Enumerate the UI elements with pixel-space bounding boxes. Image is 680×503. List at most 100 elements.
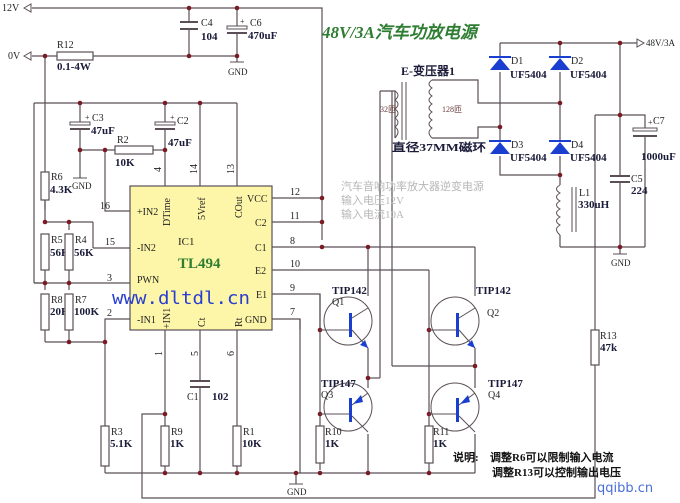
value-label: 1K [325, 438, 340, 450]
ic-tl494: IC1 TL494 +IN2 -IN2 PWN -IN1 DTime 5Vref… [129, 185, 273, 331]
transistor-q1: TIP142 Q1 [320, 285, 373, 349]
pin-number: 2 [107, 308, 112, 319]
note-line: 调整R6可以限制输入电流 [490, 450, 613, 464]
diode-d3: D3 UF5404 [489, 140, 547, 164]
secondary-turns: 128匝 [442, 105, 462, 114]
capacitor-c2: + C2 47uF [154, 113, 192, 149]
diode-d1: D1 UF5404 [489, 56, 547, 81]
value-label: 1000uF [641, 151, 676, 163]
value-label: TIP142 [476, 285, 511, 297]
rail-48v-output: 48V/3A [636, 38, 676, 48]
gnd-label: GND [72, 181, 92, 191]
pin-number: 7 [290, 307, 295, 318]
value-label: TIP142 [332, 285, 367, 297]
plus-sign: + [648, 118, 653, 127]
transistor-q3: TIP147 Q3 [320, 378, 373, 433]
ref-label: Q4 [488, 390, 500, 401]
capacitor-c4: C4 104 [180, 18, 218, 43]
ref-label: C6 [250, 18, 262, 29]
rail-0v: 0V [8, 51, 32, 62]
ref-label: R8 [51, 295, 63, 306]
url-watermark: www.dltdl.cn [112, 288, 250, 309]
pin-label: DTime [162, 197, 173, 226]
ref-label: Q3 [321, 390, 333, 401]
ref-label: R1 [243, 427, 255, 438]
value-label: 5.1K [110, 438, 133, 450]
ref-label: E-变压器1 [401, 63, 455, 78]
plus-sign: + [85, 113, 90, 122]
value-label: 56K [74, 247, 94, 259]
diode-d2: D2 UF5404 [549, 56, 607, 81]
capacitor-c6: + C6 470uF [226, 17, 278, 42]
schematic-title: 48V/3A汽车功放电源 [321, 23, 480, 42]
note-line: 调整R13可以控制输出电压 [492, 465, 621, 479]
ref-label: C3 [92, 113, 104, 124]
ref-label: R6 [51, 172, 63, 183]
pin-label: COut [234, 196, 245, 218]
value-label: 100K [74, 306, 100, 318]
pin-label: PWN [137, 275, 159, 286]
value-label: 4.3K [50, 184, 73, 196]
ground-symbol: GND [228, 61, 248, 77]
pin-number: 10 [290, 259, 300, 270]
pin-label: VCC [247, 194, 268, 205]
gnd-label: GND [611, 258, 631, 268]
resistor-r10: R10 1K [315, 425, 342, 464]
ref-label: C4 [201, 18, 213, 29]
gnd-label: GND [287, 487, 307, 497]
resistor-r3: R3 5.1K [100, 425, 133, 467]
resistor-r2: R2 10K [114, 135, 154, 169]
ref-label: D4 [571, 140, 583, 151]
value-label: TIP147 [321, 378, 356, 390]
ref-label: R13 [600, 331, 617, 342]
junction-dots [42, 5, 623, 476]
pin-number: 3 [107, 273, 112, 284]
gnd-label: GND [228, 67, 248, 77]
resistor-r12: R12 0.1-4W [56, 40, 94, 73]
inductor-l1: L1 330uH [556, 184, 610, 236]
ref-label: C2 [177, 116, 189, 127]
wires [32, 7, 646, 499]
pin-number: 14 [189, 164, 200, 174]
value-label: UF5404 [510, 69, 547, 81]
pin-label: +IN1 [162, 308, 173, 329]
value-label: UF5404 [570, 69, 607, 81]
resistor-r9: R9 1K [160, 425, 185, 467]
rail-48v-label: 48V/3A [646, 38, 676, 48]
pin-label: 5Vref [197, 197, 208, 220]
pin-label: C1 [255, 243, 267, 254]
spec-watermark: 汽车音响功率放大器逆变电源 输入电压12V 输入电流10A [341, 179, 484, 221]
pin-numbers: 16 15 3 2 4 14 13 12 11 8 10 9 7 1 5 6 [100, 164, 300, 356]
capacitor-c7: + C7 1000uF [632, 116, 676, 163]
spec-line: 汽车音响功率放大器逆变电源 [341, 179, 484, 193]
ic-part: TL494 [178, 256, 221, 272]
capacitor-c1: C1 102 [187, 380, 229, 403]
rail-0v-label: 0V [8, 51, 21, 62]
ref-label: C7 [653, 116, 665, 127]
transformer-t1: E-变压器1 32匝 128匝 直径37MM磁环 [380, 63, 486, 154]
port-arrow-icon [22, 3, 32, 13]
pin-label: -IN2 [137, 243, 156, 254]
ground-symbol: GND [72, 177, 92, 191]
value-label: UF5404 [570, 152, 607, 164]
resistor-r6: R6 4.3K [40, 171, 73, 201]
value-label: 47k [600, 342, 618, 354]
pin-number: 11 [290, 211, 300, 222]
ref-label: R12 [57, 40, 74, 51]
ref-label: Q2 [487, 308, 499, 319]
pin-number: 4 [153, 167, 164, 172]
pin-number: 6 [226, 351, 237, 356]
ref-label: C5 [631, 174, 643, 185]
capacitor-c3: + C3 47uF [69, 113, 115, 137]
note-label: 说明: [453, 450, 479, 464]
port-arrow-icon [636, 38, 646, 48]
ref-label: Q1 [332, 297, 344, 308]
ref-label: R7 [75, 295, 87, 306]
resistor-r1: R1 10K [232, 425, 262, 467]
ref-label: C1 [187, 392, 199, 403]
value-label: 47uF [91, 125, 115, 137]
ref-label: R9 [171, 427, 183, 438]
value-label: 47uF [168, 137, 192, 149]
ref-label: R3 [111, 427, 123, 438]
